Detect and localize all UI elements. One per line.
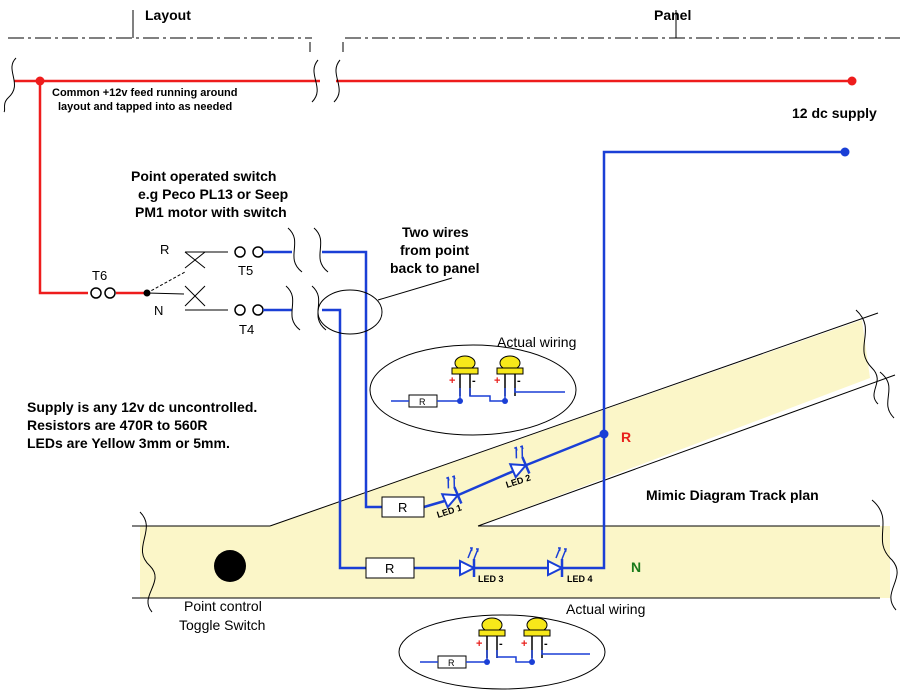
switch-note-1: Point operated switch xyxy=(131,168,276,184)
resistor-r-label: R xyxy=(398,500,407,515)
led-3-label: LED 3 xyxy=(478,574,504,584)
toggle-label-2: Toggle Switch xyxy=(179,617,265,633)
mimic-title: Mimic Diagram Track plan xyxy=(646,487,819,503)
layout-panel-divider xyxy=(8,10,900,52)
switch-note-3: PM1 motor with switch xyxy=(135,204,287,220)
actual-wiring-label-upper: Actual wiring xyxy=(497,334,576,350)
terminal-t5: T5 xyxy=(238,263,253,278)
svg-text:R: R xyxy=(448,658,455,668)
supply-note-2: Resistors are 470R to 560R xyxy=(27,417,208,433)
led-4-label: LED 4 xyxy=(567,574,593,584)
svg-text:+: + xyxy=(449,375,455,387)
actual-wiring-inset-lower: Actual wiring R + - + - xyxy=(398,601,645,690)
svg-text:+: + xyxy=(521,638,527,650)
supply-note-1: Supply is any 12v dc uncontrolled. xyxy=(27,399,257,415)
svg-text:R: R xyxy=(419,397,426,407)
svg-text:-: - xyxy=(517,375,521,387)
switch-n-label: N xyxy=(154,303,163,318)
feed-start-node xyxy=(35,76,45,86)
wires-note-1: Two wires xyxy=(402,224,469,240)
two-wires-ellipse xyxy=(317,289,383,335)
switch-note-2: e.g Peco PL13 or Seep xyxy=(138,186,288,202)
wires-note-3: back to panel xyxy=(390,260,479,276)
supply-note-3: LEDs are Yellow 3mm or 5mm. xyxy=(27,435,230,451)
terminal-t6: T6 xyxy=(92,268,107,283)
resistor-r-route xyxy=(381,496,425,518)
main-track xyxy=(140,526,890,598)
feed-wire xyxy=(14,79,852,295)
svg-text:+: + xyxy=(494,375,500,387)
wires-note-2: from point xyxy=(400,242,470,258)
terminal-t4: T4 xyxy=(239,322,254,337)
route-n-label: N xyxy=(631,559,641,575)
svg-text:-: - xyxy=(544,638,548,650)
toggle-label-1: Point control xyxy=(184,598,262,614)
diverging-track xyxy=(270,320,870,526)
svg-text:-: - xyxy=(499,638,503,650)
resistor-n-label: R xyxy=(385,561,394,576)
supply-label: 12 dc supply xyxy=(792,105,877,121)
actual-wiring-inset-upper: Actual wiring R + - + - xyxy=(369,334,577,436)
feed-note-2: layout and tapped into as needed xyxy=(58,101,232,113)
point-switch xyxy=(143,251,228,311)
svg-text:+: + xyxy=(476,638,482,650)
toggle-switch-knob[interactable] xyxy=(214,550,246,582)
resistor-n-route xyxy=(365,557,415,579)
signal-wires xyxy=(263,150,845,570)
header-panel: Panel xyxy=(654,7,691,23)
supply-wire-node xyxy=(840,147,850,157)
switch-r-label: R xyxy=(160,242,169,257)
feed-supply-node xyxy=(847,76,857,86)
route-r-label: R xyxy=(621,429,631,445)
actual-wiring-label-lower: Actual wiring xyxy=(566,601,645,617)
header-layout: Layout xyxy=(145,7,191,23)
mimic-track-plan xyxy=(132,309,898,613)
feed-note-1: Common +12v feed running around xyxy=(52,87,238,99)
svg-text:-: - xyxy=(472,375,476,387)
